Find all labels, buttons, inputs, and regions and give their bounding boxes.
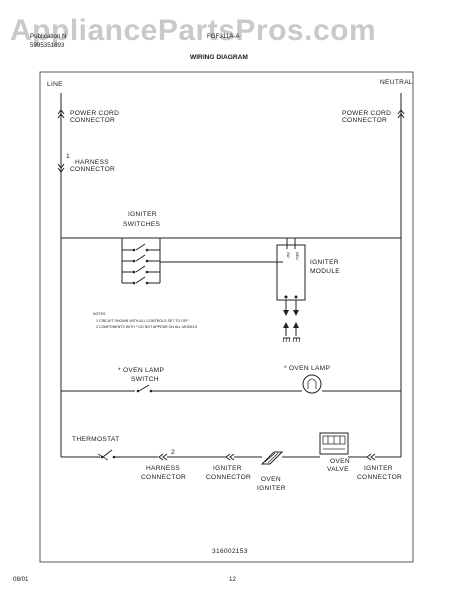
oven-valve-line2: VALVE	[327, 466, 349, 473]
igniter-switch-3	[122, 265, 160, 274]
power-cord-connector-right-symbol	[397, 109, 405, 115]
power-cord-connector-right-line1: POWER CORD	[342, 110, 391, 117]
module-pin-sw: SW	[286, 252, 290, 258]
oven-valve-symbol	[319, 432, 349, 455]
igniter-switches-line1: IGNITER	[128, 211, 157, 218]
igniter-connector-mid-line1: IGNITER	[213, 465, 242, 472]
module-terminal-2	[294, 295, 298, 299]
thermostat-bulb-mark	[97, 453, 109, 461]
neutral-label: NEUTRAL	[380, 79, 413, 86]
model-number: FGF311A-A	[207, 33, 240, 40]
igniter-module-box	[276, 244, 306, 301]
oven-igniter-line2: IGNITER	[257, 485, 286, 492]
publication-number: 5995351893	[30, 42, 65, 49]
power-cord-connector-right-symbol-2	[397, 113, 405, 119]
igniter-connector-mid-symbol-2	[229, 453, 235, 461]
igniter-connector-right-line1: IGNITER	[364, 465, 393, 472]
line-label: LINE	[47, 81, 63, 88]
harness-connector-top-symbol-2	[57, 167, 65, 173]
note-1: 1 CIRCUIT SHOWN WITH ALL CONTROLS SET TO…	[96, 319, 189, 323]
harness-connector-bottom-number: 2	[171, 449, 175, 456]
oven-lamp-switch-contact-2	[149, 389, 153, 393]
oven-lamp-switch-line1: * OVEN LAMP	[118, 367, 164, 374]
thermostat-contact-2	[112, 455, 116, 459]
oven-lamp-switch-blade	[138, 384, 150, 392]
note-2: 2 COMPONENTS WITH * DO NOT APPEAR ON ALL…	[96, 325, 198, 329]
power-cord-connector-left-line2: CONNECTOR	[70, 117, 115, 124]
watermark: AppliancePartsPros.com	[10, 14, 376, 47]
notes-title: NOTES	[93, 312, 106, 316]
publication-number-label: Publication N	[30, 33, 66, 40]
igniter-module-line1: IGNITER	[310, 259, 339, 266]
igniter-connector-right-symbol-2	[370, 453, 376, 461]
igniter-connector-mid-line2: CONNECTOR	[206, 474, 251, 481]
module-terminal-1	[284, 295, 288, 299]
module-pin-neu: NEU	[295, 252, 299, 260]
ground-symbols	[282, 337, 301, 343]
igniter-module-line2: MODULE	[310, 268, 340, 275]
igniter-connector-mid-symbol	[225, 453, 231, 461]
igniter-connector-right-line2: CONNECTOR	[357, 474, 402, 481]
diagram-title: WIRING DIAGRAM	[190, 54, 248, 61]
igniter-connector-right-symbol	[366, 453, 372, 461]
igniter-switch-4	[122, 276, 160, 285]
oven-lamp-bulb	[302, 374, 322, 394]
oven-igniter-element	[260, 451, 284, 465]
oven-lamp-filament	[307, 378, 317, 389]
thermostat-blade	[102, 449, 113, 458]
harness-connector-bottom-line1: HARNESS	[146, 465, 180, 472]
harness-connector-bottom-symbol	[158, 453, 164, 461]
oven-lamp-label: * OVEN LAMP	[284, 365, 330, 372]
footer-page-number: 12	[229, 576, 236, 583]
thermostat-label: THERMOSTAT	[72, 436, 119, 443]
power-cord-connector-left-symbol	[57, 109, 65, 115]
module-output-arrows	[283, 300, 299, 336]
power-cord-connector-right-line2: CONNECTOR	[342, 117, 387, 124]
harness-connector-top-line1: HARNESS	[75, 159, 109, 166]
oven-lamp-switch-contact-1	[136, 389, 140, 393]
harness-connector-bottom-symbol-2	[162, 453, 168, 461]
igniter-switch-1	[122, 243, 160, 252]
harness-connector-top-symbol	[57, 163, 65, 169]
igniter-switches-line2: SWITCHES	[123, 221, 161, 228]
drawing-part-number: 316002153	[212, 548, 248, 555]
oven-igniter-line1: OVEN	[261, 476, 281, 483]
oven-lamp-switch-line2: SWITCH	[131, 376, 159, 383]
harness-connector-bottom-line2: CONNECTOR	[141, 474, 186, 481]
power-cord-connector-left-line1: POWER CORD	[70, 110, 119, 117]
igniter-switch-2	[122, 254, 160, 263]
harness-connector-top-line2: CONNECTOR	[70, 166, 115, 173]
diagram-frame	[39, 71, 414, 563]
power-cord-connector-left-symbol-2	[57, 113, 65, 119]
oven-valve-line1: OVEN	[330, 458, 350, 465]
harness-connector-top-number: 1	[66, 153, 70, 160]
footer-date: 08/01	[13, 576, 29, 583]
